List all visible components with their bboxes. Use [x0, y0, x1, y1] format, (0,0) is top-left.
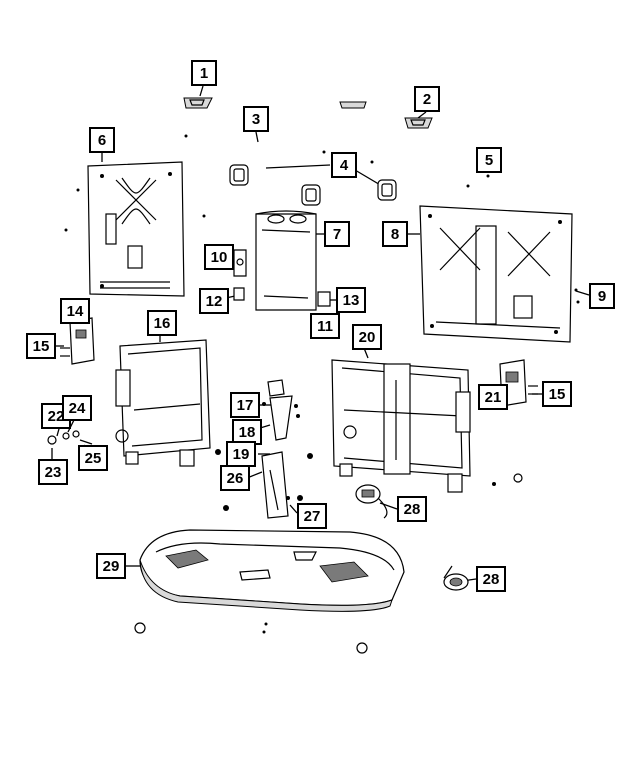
- callout-24: 24: [62, 395, 92, 421]
- center-pivot-bracket: [262, 379, 300, 441]
- callout-10: 10: [204, 244, 234, 270]
- callout-17: 17: [230, 392, 260, 418]
- callout-20: 20: [352, 324, 382, 350]
- handle-bezel-left: [183, 97, 213, 109]
- seat-cushion: [139, 529, 405, 612]
- callout-3: 3: [243, 106, 269, 132]
- callout-26: 26: [220, 465, 250, 491]
- headrest-guides: [229, 164, 397, 206]
- callout-2: 2: [414, 86, 440, 112]
- callout-9: 9: [589, 283, 615, 309]
- callout-5: 5: [476, 147, 502, 173]
- seatback-panel-right: [419, 205, 573, 343]
- callout-1: 1: [191, 60, 217, 86]
- callout-18: 18: [232, 419, 262, 445]
- callout-13: 13: [336, 287, 366, 313]
- center-armrest: [255, 210, 317, 311]
- callout-4: 4: [331, 152, 357, 178]
- callout-28-lower: 28: [476, 566, 506, 592]
- callout-27: 27: [297, 503, 327, 529]
- callout-6: 6: [89, 127, 115, 153]
- seat-latch-left: [60, 317, 95, 365]
- seatback-frame-right: [331, 359, 471, 493]
- callout-21: 21: [478, 384, 508, 410]
- callout-12: 12: [199, 288, 229, 314]
- armrest-hinge: [233, 249, 331, 307]
- handle-bezel-right: [404, 117, 433, 129]
- top-trim-bracket: [339, 101, 367, 109]
- callout-7: 7: [324, 221, 350, 247]
- callout-23: 23: [38, 459, 68, 485]
- callout-8: 8: [382, 221, 408, 247]
- pivot-bracket-center: [223, 451, 303, 519]
- callout-25: 25: [78, 445, 108, 471]
- callout-16: 16: [147, 310, 177, 336]
- callout-28-upper: 28: [397, 496, 427, 522]
- seatback-panel-left: [87, 161, 185, 297]
- callout-19: 19: [226, 441, 256, 467]
- callout-29: 29: [96, 553, 126, 579]
- callout-15-right: 15: [542, 381, 572, 407]
- pivot-hardware-left: [47, 430, 93, 445]
- release-strap: [443, 565, 469, 591]
- loose-fasteners: [64, 134, 580, 654]
- callout-14: 14: [60, 298, 90, 324]
- release-cable: [355, 484, 388, 519]
- callout-15-left: 15: [26, 333, 56, 359]
- seatback-frame-left: [115, 339, 211, 467]
- callout-11: 11: [310, 313, 340, 339]
